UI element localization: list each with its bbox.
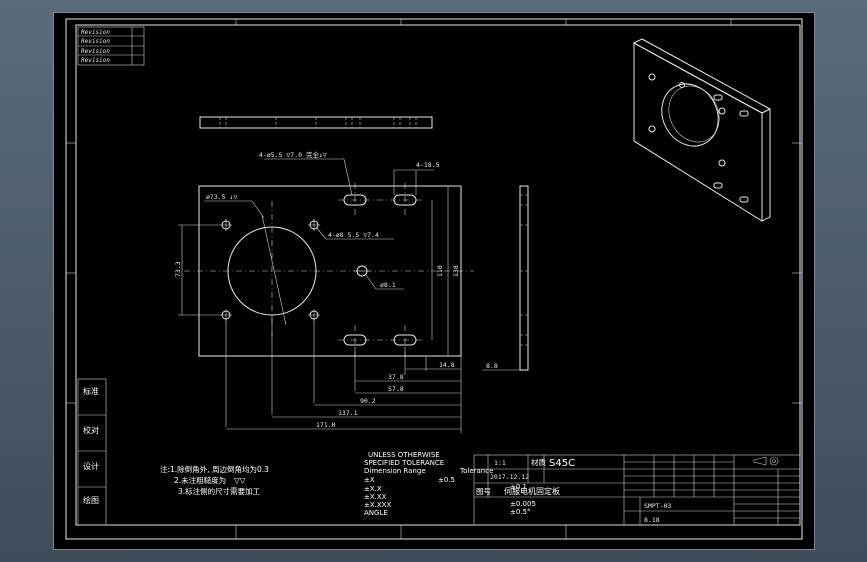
dim-tapped-hole: 4-ø8 5.5 ▽7.4 <box>328 231 379 239</box>
dim-slot-hole-note: 4-ø5.5 ▽7.0 完全↓▽ <box>259 150 327 159</box>
tolerance-block: UNLESS OTHERWISE SPECIFIED TOLERANCE Dim… <box>364 451 536 517</box>
approval-label-standard: 标准 <box>83 386 99 396</box>
tol-row-2-label: ±X.X <box>364 485 382 493</box>
dim-bottom-2: 37.8 <box>388 373 404 381</box>
code-value: SMPT-03 <box>644 502 671 510</box>
drawing-inner-border <box>75 24 801 526</box>
tol-row-3-label: ±X.XX <box>364 493 387 501</box>
drawing-outer-border <box>65 18 803 540</box>
tol-line-1: UNLESS OTHERWISE <box>368 451 440 459</box>
dim-bottom-6: 171.0 <box>316 421 336 429</box>
dim-bottom-4: 90.2 <box>360 397 376 405</box>
date-value: 2017.12.12 <box>490 473 529 481</box>
sheet-value: 8.18 <box>644 516 660 524</box>
projection-symbol <box>753 456 779 466</box>
part-name: 伺服电机固定板 <box>504 486 560 496</box>
note-line-3: 3.标注侧的尺寸需要加工 <box>178 486 261 496</box>
drawing-label: 图号 <box>476 487 491 496</box>
top-view <box>199 116 433 129</box>
dim-right-height-1: 110 <box>436 265 444 277</box>
dim-center-hole: ø8.1 <box>380 281 396 289</box>
approval-label-draw: 绘图 <box>83 495 99 505</box>
tol-row-3-value: ±0.005 <box>510 500 536 508</box>
cad-viewport[interactable]: Revision Revision Revision Revision 标准 校… <box>53 12 815 550</box>
material-label: 材质 <box>531 457 546 467</box>
tol-line-3: Dimension Range <box>364 467 426 475</box>
material-value: S45C <box>549 458 575 469</box>
tol-row-1-value: ±0.5 <box>438 476 455 484</box>
title-block: 材质 S45C 2017.12.12 图号 伺服电机固定板 1:1 SMPT-0… <box>473 454 801 526</box>
tol-row-1-label: ±X <box>364 476 375 484</box>
engineering-drawing: Revision Revision Revision Revision 标准 校… <box>65 18 803 540</box>
approval-column: 标准 校对 设计 绘图 <box>77 378 107 526</box>
revision-row-1: Revision <box>81 29 110 36</box>
notes-block: 注:1.除倒角外, 周边倒角均为0.3 2.未注粗糙度为 ▽▽ 3.标注侧的尺寸… <box>160 464 269 496</box>
tol-line-2: SPECIFIED TOLERANCE <box>364 459 444 467</box>
side-view: 8.8 <box>482 185 529 371</box>
dim-left-height: 73.3 <box>174 261 182 277</box>
tol-row-4-label: ±X.XXX <box>364 501 391 509</box>
approval-label-design: 设计 <box>83 461 99 471</box>
revision-block: Revision Revision Revision Revision <box>77 26 145 66</box>
front-view <box>184 183 474 357</box>
revision-row-4: Revision <box>81 57 110 64</box>
dim-bolt-circle: ø73.5 ↓▽ <box>206 193 237 201</box>
roughness-symbol: ▽▽ <box>234 476 246 485</box>
approval-label-check: 校对 <box>83 425 99 435</box>
dim-bottom-5: 137.1 <box>338 409 358 417</box>
tol-row-5-label: ANGLE <box>364 509 388 517</box>
revision-row-3: Revision <box>81 48 110 55</box>
tol-header: Tolerance <box>459 467 493 475</box>
tol-row-5-value: ±0.5° <box>510 508 531 516</box>
dim-side-thickness: 8.8 <box>486 362 498 370</box>
note-line-1: 注:1.除倒角外, 周边倒角均为0.3 <box>160 464 269 474</box>
dim-right-height-2: 138 <box>452 265 460 277</box>
isometric-view <box>632 38 772 222</box>
scale-value: 1:1 <box>494 459 506 467</box>
zone-ticks <box>66 19 802 539</box>
dim-bottom-3: 57.8 <box>388 385 404 393</box>
revision-row-2: Revision <box>81 38 110 45</box>
dim-bottom-1: 14.8 <box>439 361 455 369</box>
note-line-2: 2.未注粗糙度为 <box>174 475 226 485</box>
dim-slot-width: 4-18.5 <box>416 161 440 169</box>
dimensions: 4-ø5.5 ▽7.0 完全↓▽ 4-18.5 ø73.5 ↓▽ 4-ø8 5.… <box>174 150 462 433</box>
tol-row-2-value: ±0.1 <box>510 483 527 491</box>
